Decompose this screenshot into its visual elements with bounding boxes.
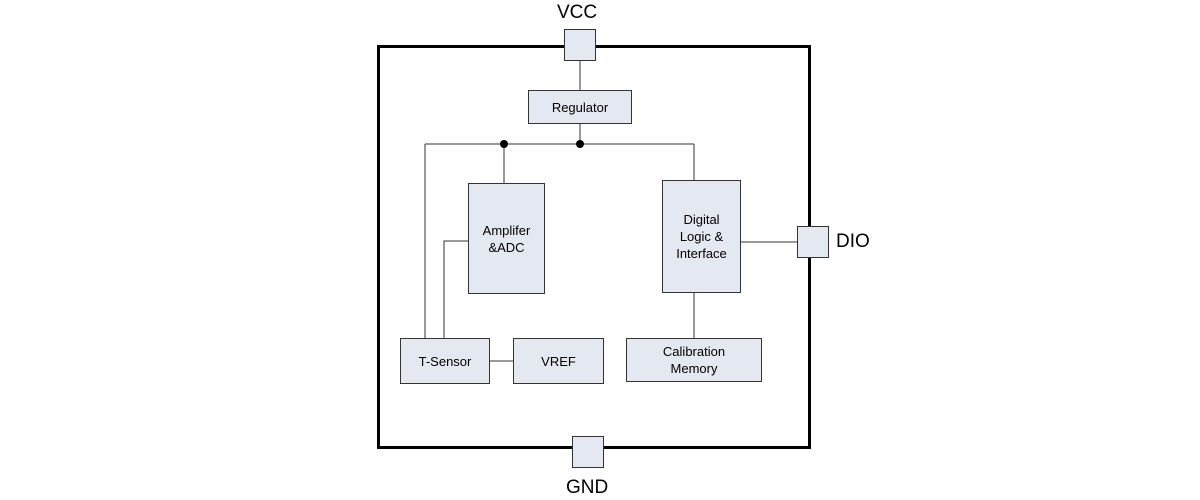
t-sensor-block: T-Sensor [400,338,490,384]
vref-block: VREF [513,338,604,384]
junction-dot-amplifier [500,140,508,148]
calibration-memory-block: Calibration Memory [626,338,762,382]
junction-dot-regulator [576,140,584,148]
regulator-block: Regulator [528,90,632,124]
vcc-pin [564,29,596,61]
vcc-label: VCC [557,2,598,23]
gnd-pin [572,436,604,468]
gnd-label: GND [566,477,609,498]
amplifier-adc-block: Amplifer &ADC [468,183,545,294]
wire-amplifier-tsensor [443,240,468,338]
dio-pin [797,226,829,258]
digital-logic-block: Digital Logic & Interface [662,180,741,293]
dio-label: DIO [836,231,870,252]
